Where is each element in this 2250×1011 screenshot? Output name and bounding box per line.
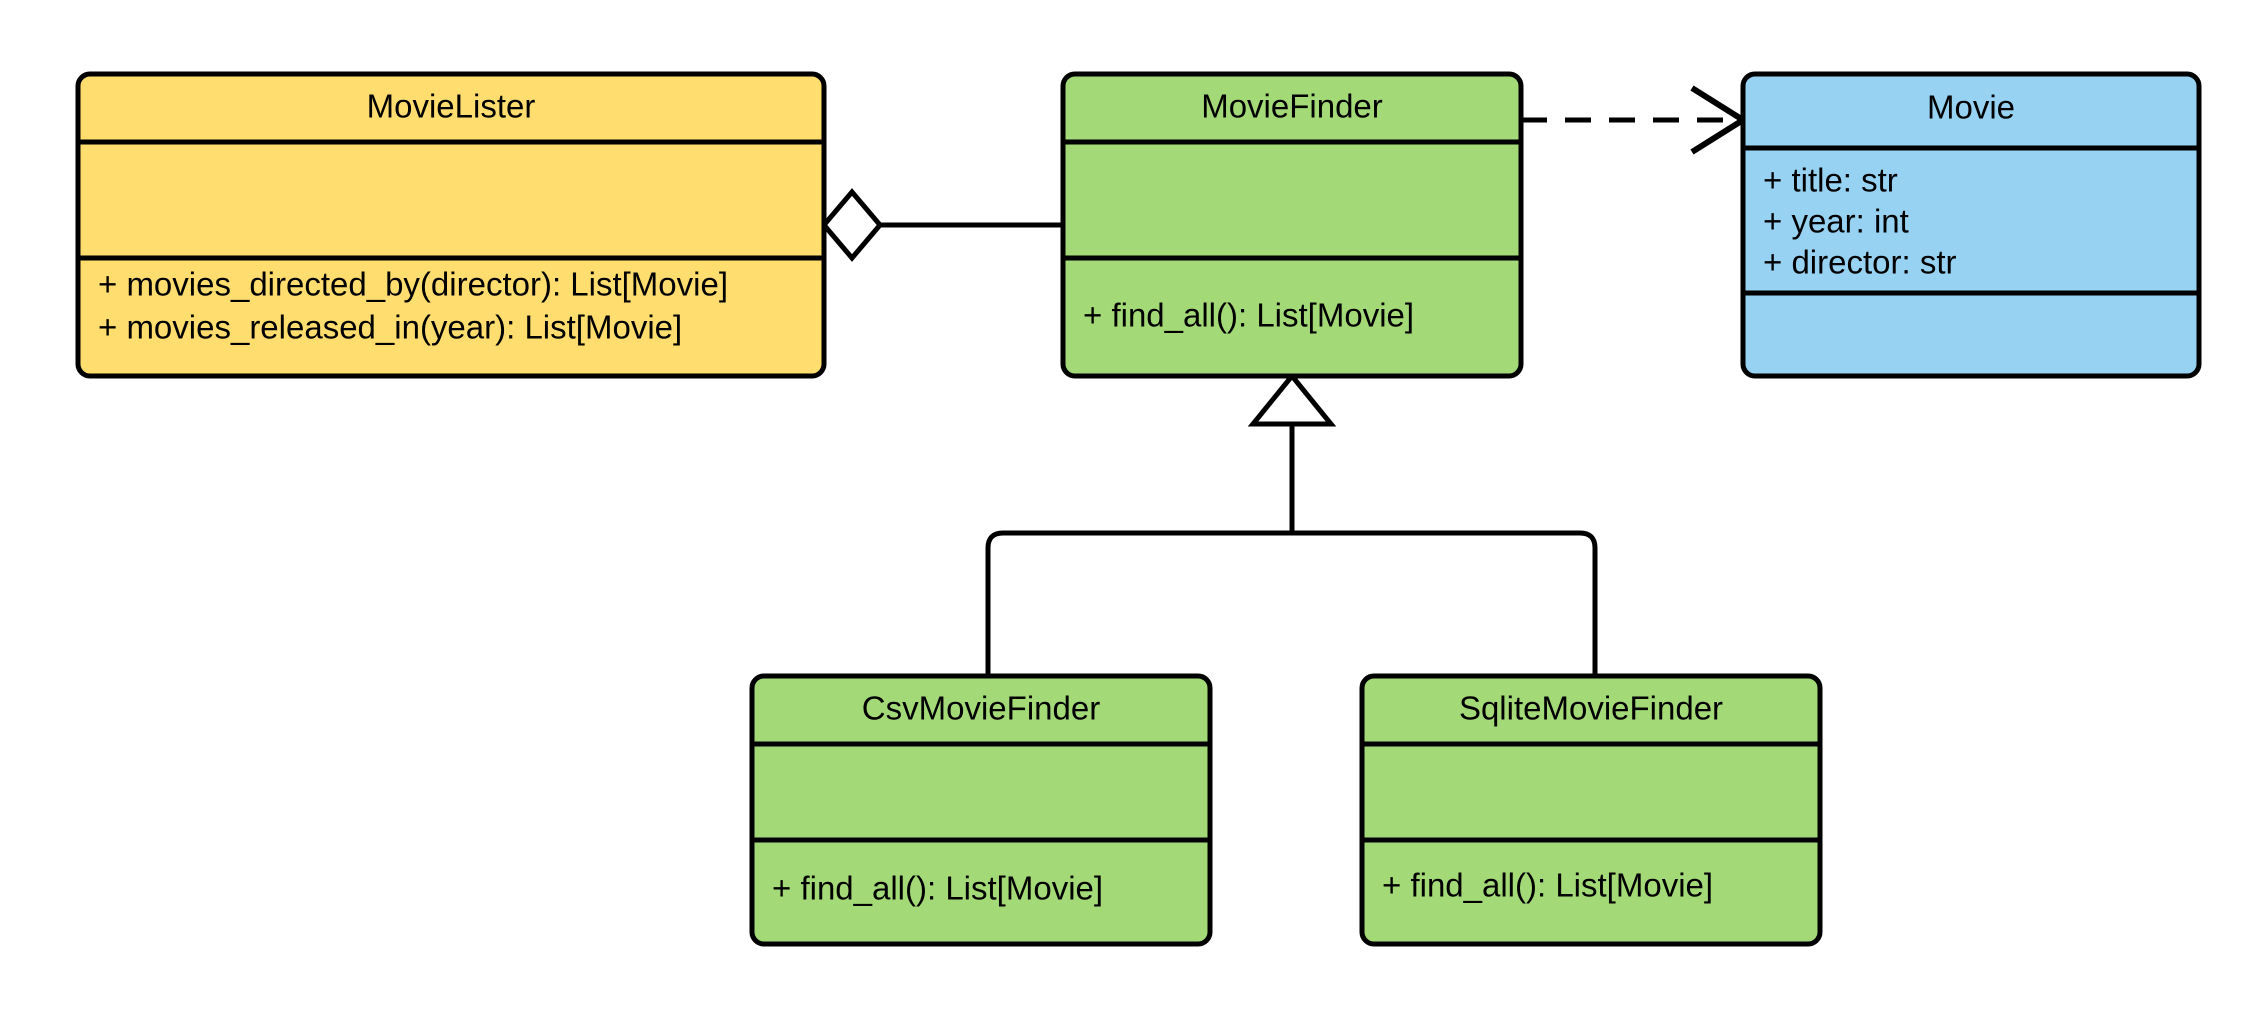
movie-lister-body [75, 71, 827, 379]
movie-lister-method-0: + movies_directed_by(director): List[Mov… [98, 266, 728, 303]
movie-attribute-1: + year: int [1763, 203, 1909, 240]
edge-generalization-tree[interactable] [985, 372, 1598, 676]
movie-title: Movie [1927, 89, 2015, 126]
csv-movie-finder-title: CsvMovieFinder [862, 690, 1100, 727]
hollow-triangle-icon [1247, 372, 1337, 427]
class-box-movie-finder[interactable]: MovieFinder + find_all(): List[Movie] [1060, 71, 1524, 379]
movie-lister-method-1: + movies_released_in(year): List[Movie] [98, 309, 682, 346]
generalization-bus-left [985, 530, 1292, 676]
movie-finder-body [1060, 71, 1524, 379]
sqlite-movie-finder-title: SqliteMovieFinder [1459, 690, 1723, 727]
csv-movie-finder-method-0: + find_all(): List[Movie] [772, 870, 1103, 907]
hollow-diamond-icon [820, 188, 884, 262]
sqlite-movie-finder-method-0: + find_all(): List[Movie] [1382, 867, 1713, 904]
class-box-movie[interactable]: Movie + title: str + year: int + directo… [1740, 71, 2202, 379]
movie-finder-method-0: + find_all(): List[Movie] [1083, 297, 1414, 334]
class-box-movie-lister[interactable]: MovieLister + movies_directed_by(directo… [75, 71, 827, 379]
movie-attribute-2: + director: str [1763, 244, 1956, 281]
class-box-sqlite-movie-finder[interactable]: SqliteMovieFinder + find_all(): List[Mov… [1359, 673, 1823, 947]
movie-lister-title: MovieLister [367, 88, 536, 125]
movie-finder-title: MovieFinder [1201, 88, 1383, 125]
edge-aggregation-lister-finder[interactable] [820, 188, 1063, 262]
movie-attribute-0: + title: str [1763, 162, 1898, 199]
edge-dependency-finder-movie[interactable] [1521, 85, 1749, 155]
class-box-csv-movie-finder[interactable]: CsvMovieFinder + find_all(): List[Movie] [749, 673, 1213, 947]
generalization-bus-right [1292, 530, 1598, 676]
